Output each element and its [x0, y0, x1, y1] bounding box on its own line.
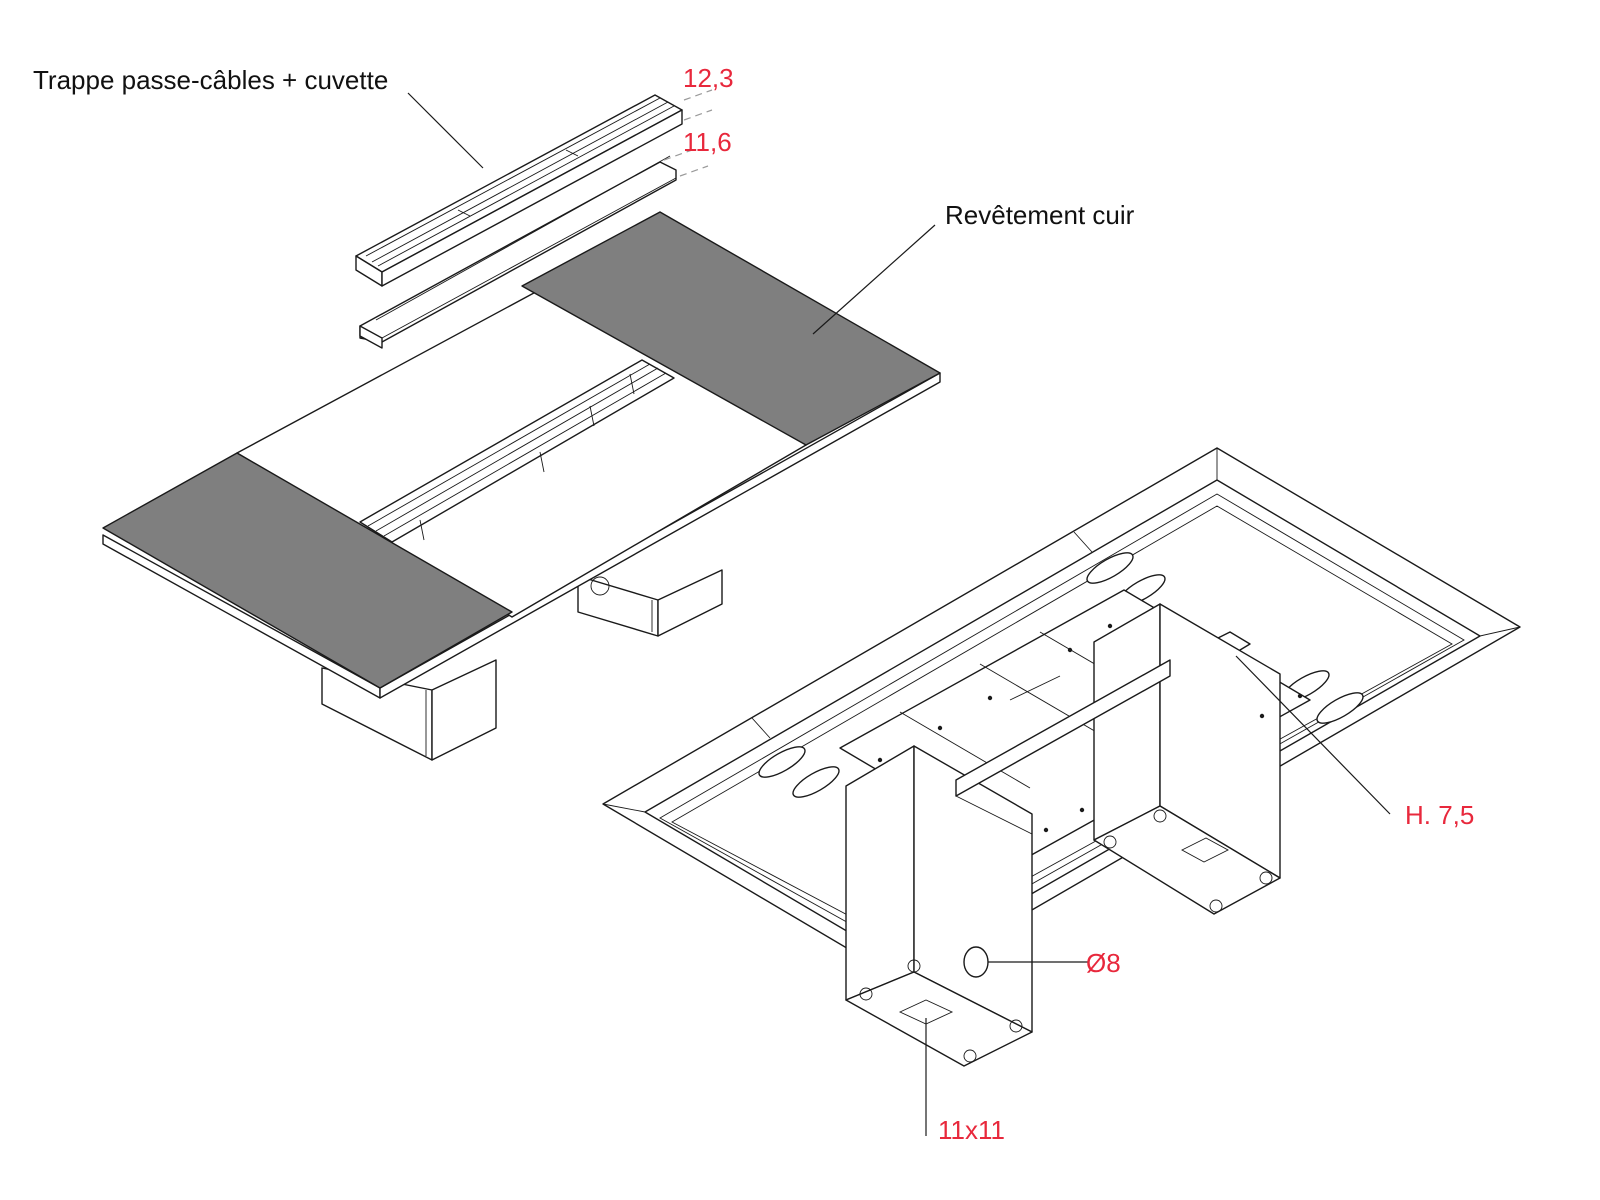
table-leg-front	[321, 659, 497, 761]
cable-hole	[963, 946, 989, 978]
pedestal-back	[1093, 603, 1281, 915]
dim-carre: 11x11	[938, 1115, 1005, 1145]
dim-trappe-cuvette: 11,6	[683, 127, 732, 157]
leader-revetement	[812, 224, 936, 335]
table-underside-view	[602, 447, 1521, 1136]
leader-h75	[1235, 655, 1391, 815]
dim-hauteur: H. 7,5	[1405, 800, 1474, 830]
cable-trap-exploded	[355, 89, 713, 349]
leather-panel-left	[102, 452, 513, 689]
screw-points	[877, 623, 1303, 833]
dim-diametre: Ø8	[1086, 948, 1121, 978]
pedestal-front	[845, 659, 1171, 1067]
table-leg-back	[577, 569, 723, 637]
leather-panel-right	[521, 211, 941, 446]
dim-trappe-top: 12,3	[683, 63, 734, 93]
cable-channel	[359, 359, 675, 543]
table-top-view	[102, 211, 941, 761]
label-trappe: Trappe passe-câbles + cuvette	[33, 65, 388, 95]
label-revetement: Revêtement cuir	[945, 200, 1135, 230]
leader-trappe	[407, 92, 484, 169]
